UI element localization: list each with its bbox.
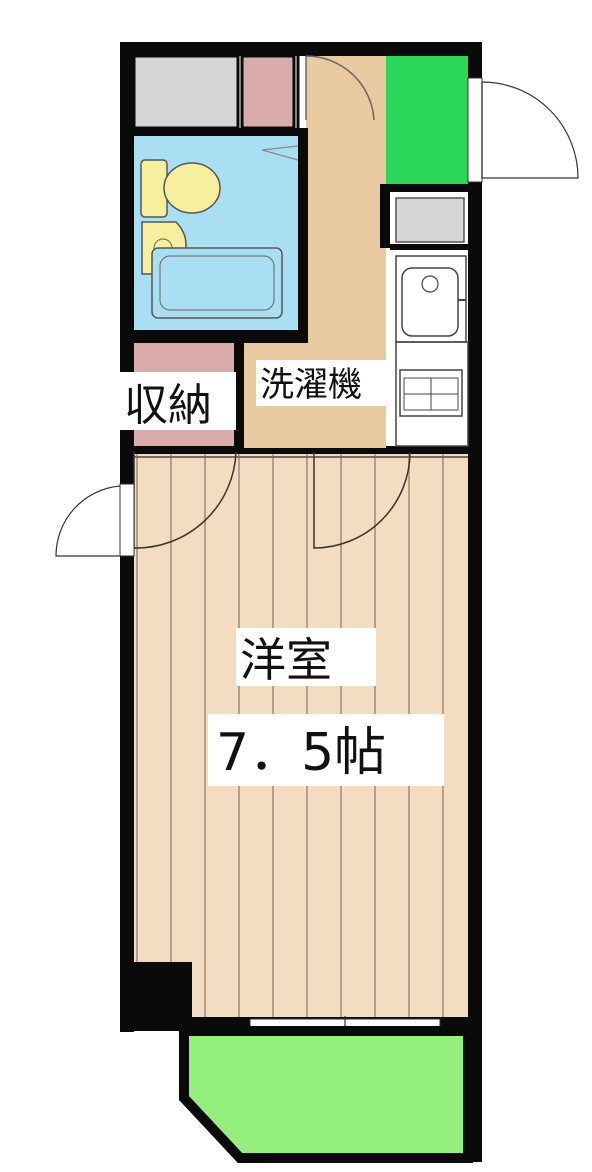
side-door-swing (55, 485, 121, 557)
bathroom-wall-right (298, 128, 308, 343)
outer-wall-right (468, 42, 482, 1162)
entrance-door-jamb (467, 77, 483, 183)
room-name-label: 洋室 (240, 633, 332, 687)
room-door-swing-right (313, 451, 411, 549)
kitchen-sink-basin (401, 267, 459, 337)
kitchen-wall-under-fridge (390, 244, 468, 250)
storage-label-bg (118, 372, 236, 430)
washing-machine-label-bg (256, 360, 388, 406)
shoebox (386, 56, 468, 184)
storage-wall-right (234, 343, 244, 448)
refrigerator-space (395, 197, 465, 243)
bathroom-wall-bottom (120, 330, 308, 343)
room-top-wall-line (134, 456, 468, 458)
room-label-bg (236, 628, 376, 686)
entrance-door-swing (481, 81, 579, 179)
corridor-door-swing (305, 55, 375, 121)
bathtub (151, 247, 283, 319)
storage-label: 収納 (124, 380, 212, 431)
shoebox-wall-left (380, 184, 390, 248)
outer-wall-top (120, 42, 482, 56)
upper-closet (132, 54, 240, 130)
room-size-label: 7．5帖 (216, 723, 386, 783)
balcony (179, 1026, 473, 1163)
room-size-bg (208, 714, 444, 786)
room-door-swing-left (133, 451, 237, 549)
structural-column (134, 962, 192, 1018)
room-top-wall (134, 446, 468, 454)
upper-pink-cabinet (240, 54, 296, 130)
kitchen-counter (395, 341, 469, 447)
toilet-tank (140, 159, 168, 218)
bathroom-wall-top (134, 128, 306, 136)
washing-machine-label: 洗濯機 (260, 365, 362, 405)
bathroom-door-swing (261, 145, 299, 161)
toilet-bowl (163, 162, 221, 214)
bathtub-inner (159, 255, 275, 311)
kitchen-sink-drain (421, 275, 439, 293)
shoebox-border (382, 184, 468, 192)
side-door-jamb (119, 483, 135, 557)
